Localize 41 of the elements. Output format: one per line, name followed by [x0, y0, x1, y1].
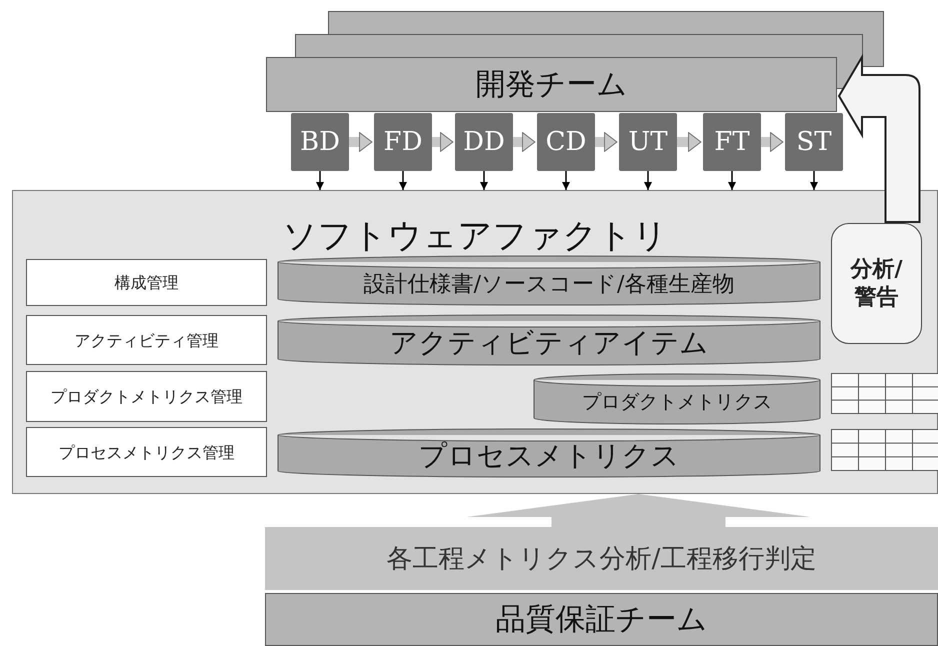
- alert-box: 分析/警告: [831, 223, 922, 344]
- chevron-arrow: [761, 132, 784, 152]
- management-box: アクティビティ管理: [26, 315, 267, 365]
- chevron-arrow: [595, 132, 618, 152]
- phase-box: FD: [374, 113, 432, 171]
- cylinder-label: 設計仕様書/ソースコード/各種生産物: [364, 270, 734, 298]
- panel-title: ソフトウェアファクトリ: [282, 215, 668, 258]
- arrow: [562, 171, 570, 190]
- phase-box: CD: [537, 113, 595, 171]
- database-cylinder: [277, 315, 821, 365]
- team-label: 開発チーム: [474, 66, 628, 104]
- management-box: 構成管理: [26, 259, 267, 306]
- chevron-arrow: [432, 132, 454, 152]
- arrow: [728, 171, 736, 190]
- block-arrow: [838, 56, 920, 223]
- team-card-stack: [266, 11, 884, 112]
- chevron-arrow: [349, 132, 372, 152]
- management-box: プロセスメトリクス管理: [26, 427, 267, 477]
- factory-panel: [12, 190, 938, 494]
- chevron-arrow: [677, 132, 702, 152]
- team-box: 品質保証チーム: [265, 593, 938, 646]
- chevron-arrow: [513, 132, 536, 152]
- phase-box: UT: [619, 113, 677, 171]
- block-arrow: [466, 494, 810, 527]
- arrow: [480, 171, 488, 190]
- management-box: プロダクトメトリクス管理: [26, 371, 267, 422]
- phase-box: BD: [291, 113, 349, 171]
- phase-box: ST: [785, 113, 843, 171]
- phase-box: FT: [703, 113, 761, 171]
- arrow: [644, 171, 652, 190]
- banner: 各工程メトリクス分析/工程移行判定: [265, 527, 938, 590]
- phase-box: DD: [455, 113, 513, 171]
- cylinder-label: プロダクトメトリクス: [582, 390, 772, 415]
- arrow: [810, 171, 818, 190]
- database-cylinder: [277, 429, 821, 477]
- database-cylinder: [277, 256, 821, 305]
- database-cylinder: [533, 374, 821, 424]
- arrow: [316, 171, 324, 190]
- arrow: [399, 171, 407, 190]
- cylinder-label: アクティビティアイテム: [390, 325, 708, 361]
- cylinder-label: プロセスメトリクス: [418, 438, 680, 474]
